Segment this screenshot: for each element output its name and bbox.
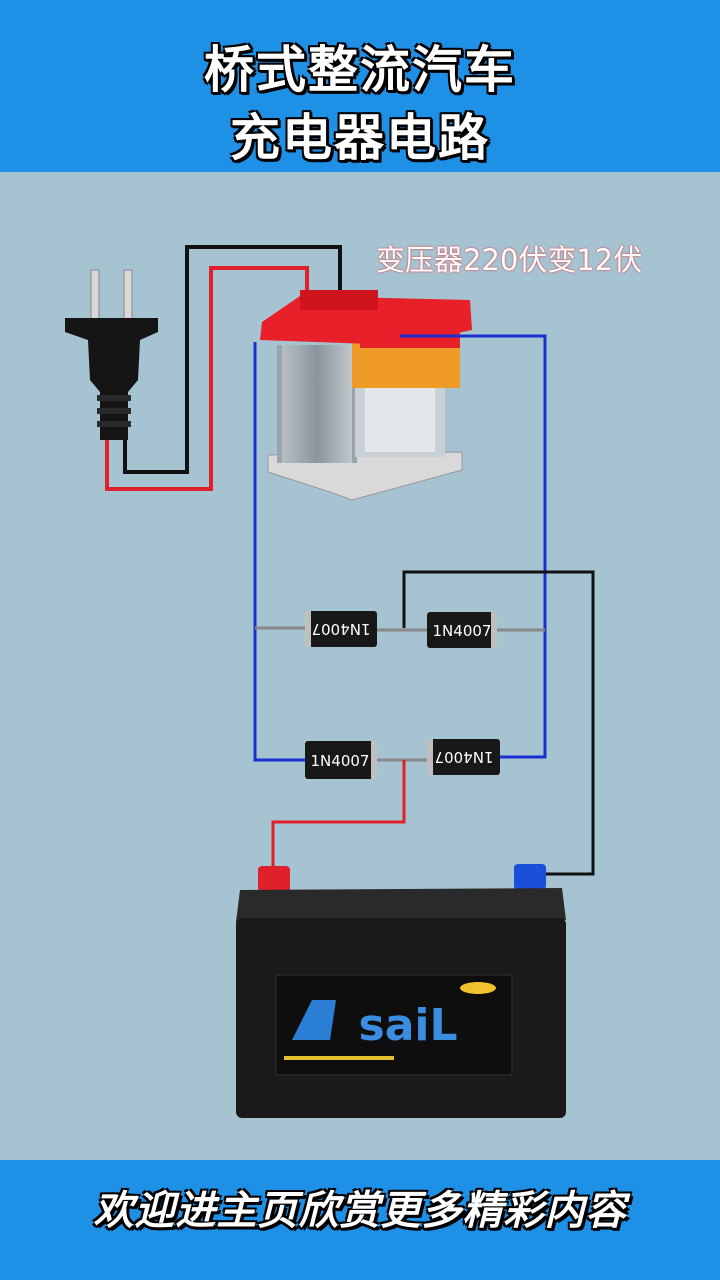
- positive-terminal: [258, 866, 290, 892]
- ac-wire-red: [105, 266, 309, 491]
- negative-terminal: [514, 864, 546, 890]
- power-plug: [65, 269, 158, 440]
- transformer: [260, 290, 472, 501]
- diode-top-right: 1N4007: [427, 612, 497, 648]
- secondary-wire-right: [400, 334, 547, 759]
- battery-brand: saiL: [359, 1000, 458, 1051]
- car-battery: saiL: [236, 864, 566, 1118]
- negative-wire: [402, 570, 595, 876]
- diode-top-left: 1N4007: [305, 611, 377, 647]
- diode-label: 1N4007: [433, 622, 492, 640]
- secondary-wire-left: [253, 342, 305, 762]
- sail-logo-icon: [292, 1000, 336, 1040]
- transformer-label: 变压器220伏变12伏: [376, 243, 643, 277]
- diode-label: 1N4007: [435, 748, 494, 766]
- title-line-1: 桥式整流汽车: [204, 41, 516, 99]
- header-banner: [0, 0, 720, 172]
- diode-bottom-left: 1N4007: [305, 741, 377, 779]
- diode-bottom-right: 1N4007: [427, 739, 500, 775]
- positive-wire: [271, 760, 406, 868]
- title-line-2: 充电器电路: [230, 109, 490, 167]
- footer-banner: [0, 1160, 720, 1280]
- ac-wire-black: [123, 245, 342, 474]
- footer-text: 欢迎进主页欣赏更多精彩内容: [93, 1188, 627, 1234]
- diode-label: 1N4007: [312, 620, 371, 638]
- diode-label: 1N4007: [311, 752, 370, 770]
